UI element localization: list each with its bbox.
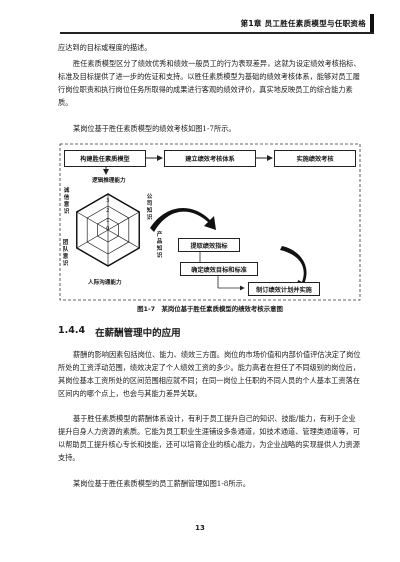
figure-1-7: 构建胜任素质模型 建立绩效考核体系 实施绩效考核 逻辑推理能力 公司知识 产品知… — [58, 142, 362, 302]
box-implement: 实施绩效考核 — [274, 150, 356, 167]
radar-spoke-5 — [76, 211, 109, 231]
radar-spoke-1 — [107, 211, 140, 231]
section-title: 在薪酬管理中的应用 — [95, 328, 181, 339]
box-set-targets: 确定绩效目标和标准 — [180, 262, 258, 276]
paragraph-6: 某岗位基于胜任素质模型的员工薪酬管理如图1-8所示。 — [73, 479, 250, 488]
header-bar — [370, 14, 374, 32]
running-header: 第1章 员工胜任素质模型与任职资格 — [60, 12, 374, 34]
section-heading: 1.4.4 在薪酬管理中的应用 — [58, 325, 181, 339]
dashed-frame — [59, 143, 361, 301]
paragraph-5: 基于胜任素质模型的薪酬体系设计，有利于员工提升自己的知识、技能/能力，有利于企业… — [58, 414, 360, 462]
radar-value-polygon — [76, 193, 140, 267]
box-plan-implement: 制订绩效计划并实施 — [248, 282, 320, 296]
paragraph-3: 某岗位基于胜任素质模型的绩效考核如图1-7所示。 — [73, 124, 236, 133]
figure-lines — [59, 143, 361, 301]
axis-label-lower-right: 产品知识 — [156, 232, 163, 259]
scale-0: 0 — [106, 226, 110, 232]
curved-arrow-1 — [150, 208, 216, 232]
paragraph-1: 应达到的目标或程度的描述。 — [58, 43, 152, 52]
scale-2: 2 — [106, 208, 110, 214]
paragraph-2: 胜任素质模型区分了绩效优秀和绩效一般员工的行为表现差异，这就为设定绩效考核指标、… — [58, 59, 361, 107]
scale-1: 1 — [106, 218, 110, 224]
axis-label-lower-left: 团队意识 — [62, 240, 69, 267]
curved-arrow-2 — [280, 246, 308, 292]
radar-grid — [76, 193, 140, 267]
page-number: 13 — [195, 524, 205, 532]
axis-label-bottom: 人际沟通能力 — [88, 280, 122, 286]
axis-label-upper-left: 诚信意识 — [63, 188, 70, 215]
section-number: 1.4.4 — [58, 325, 86, 336]
box-build-system: 建立绩效考核体系 — [164, 150, 256, 167]
chapter-title: 第1章 员工胜任素质模型与任职资格 — [240, 19, 366, 28]
figure-caption: 图1-7 某岗位基于胜任素质模型的绩效考核示意图 — [137, 305, 283, 313]
scale-3: 3 — [106, 198, 110, 204]
box-build-model: 构建胜任素质模型 — [64, 150, 146, 167]
box-extract-indicators: 提取绩效指标 — [178, 238, 240, 252]
radar-spoke-2 — [107, 229, 140, 249]
radar-spoke-4 — [76, 229, 109, 249]
axis-label-top: 逻辑推理能力 — [92, 178, 126, 184]
paragraph-4: 薪酬的影响因素包括岗位、能力、绩效三方面。岗位的市场价值和内部价值评估决定了岗位… — [58, 350, 361, 398]
header-rule — [60, 32, 374, 34]
axis-label-upper-right: 公司知识 — [146, 194, 153, 221]
